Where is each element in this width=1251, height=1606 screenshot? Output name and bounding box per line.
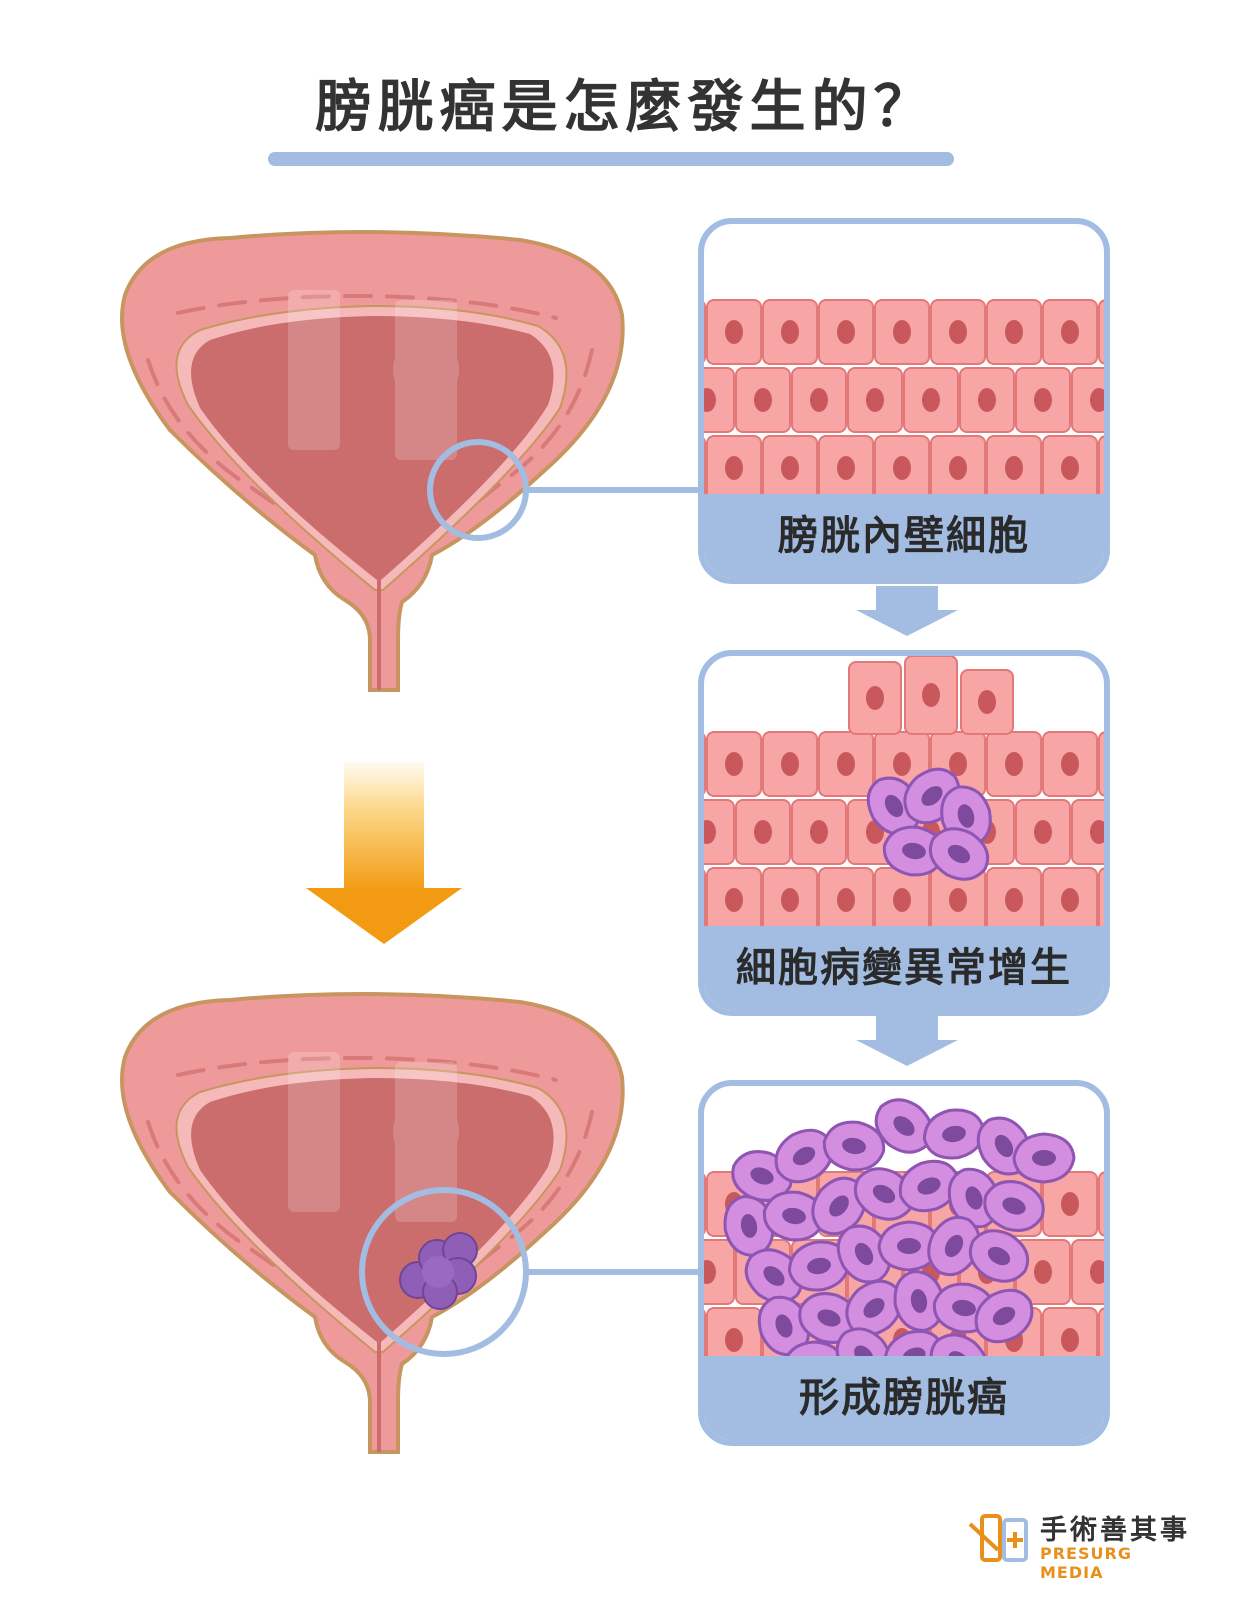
epithelial-cell: [762, 731, 818, 797]
cancer-cell: [845, 1279, 903, 1337]
epithelial-cell: [1071, 799, 1104, 865]
cancer-cell: [928, 827, 990, 881]
epithelial-cell: [930, 435, 986, 501]
epithelial-cell: [735, 799, 791, 865]
epithelial-cell: [706, 435, 762, 501]
stage-panel-normal: 膀胱內壁細胞: [698, 218, 1110, 584]
brand-logo: 手術善其事 PRESURG MEDIA: [968, 1508, 1198, 1582]
epithelial-cell: [1098, 435, 1104, 501]
epithelial-cell: [704, 1173, 706, 1235]
epithelial-cell: [704, 301, 706, 363]
logo-name-cn: 手術善其事: [1040, 1515, 1190, 1546]
epithelial-cell: [874, 435, 930, 501]
cancer-cell: [836, 1224, 892, 1284]
epithelial-cell: [1015, 1239, 1071, 1305]
epithelial-cell: [959, 367, 1015, 433]
epithelial-cell: [791, 367, 847, 433]
epithelial-cell: [1071, 1239, 1104, 1305]
normal-cells: [704, 299, 1104, 501]
page-title: 膀胱癌是怎麼發生的？: [315, 75, 936, 140]
cancer-cell: [822, 1120, 886, 1172]
epithelial-cell: [1098, 867, 1104, 933]
bladder-cancer: [122, 994, 700, 1452]
epithelial-cell: [874, 867, 930, 933]
epithelial-cell: [1098, 731, 1104, 797]
cancer-cell: [877, 1220, 941, 1272]
cancer-cell: [853, 1167, 915, 1221]
epithelial-cell: [818, 867, 874, 933]
epithelial-cell: [904, 656, 958, 735]
epithelial-cell: [704, 869, 706, 931]
epithelial-cell: [762, 867, 818, 933]
epithelial-cell: [818, 435, 874, 501]
logo-icon: [968, 1514, 1028, 1562]
epithelial-cell: [706, 299, 762, 365]
epithelial-cell: [1042, 299, 1098, 365]
epithelial-cell: [791, 799, 847, 865]
epithelial-cell: [1098, 1171, 1104, 1237]
epithelial-cell: [735, 367, 791, 433]
stage-panel-abnormal: 細胞病變異常增生: [698, 650, 1110, 1016]
epithelial-cell: [818, 299, 874, 365]
epithelial-cell: [704, 1239, 735, 1305]
cancer-cell: [744, 1248, 804, 1304]
epithelial-cell: [930, 299, 986, 365]
epithelial-cell: [986, 299, 1042, 365]
epithelial-cell: [848, 661, 902, 735]
epithelial-cell: [986, 731, 1042, 797]
cancer-cells: [704, 1098, 1104, 1376]
epithelial-cell: [704, 367, 735, 433]
epithelial-cell: [704, 437, 706, 499]
cancer-cell: [1012, 1132, 1076, 1184]
epithelial-cell: [874, 299, 930, 365]
epithelial-cell: [704, 1309, 706, 1371]
abnormal-cells: [704, 656, 1104, 933]
epithelial-cell: [1071, 367, 1104, 433]
cancer-cell: [874, 1098, 934, 1154]
cancer-cell: [927, 1215, 981, 1277]
stage-label-cancer: 形成膀胱癌: [704, 1356, 1104, 1440]
epithelial-cell: [903, 367, 959, 433]
epithelial-cell: [762, 435, 818, 501]
progress-arrow: [306, 762, 462, 944]
epithelial-cell: [762, 299, 818, 365]
cancer-cell: [974, 1288, 1034, 1344]
bladder-healthy: [122, 232, 700, 690]
epithelial-cell: [847, 367, 903, 433]
cancer-cell: [968, 1229, 1030, 1283]
stage-label-normal: 膀胱內壁細胞: [704, 494, 1104, 578]
epithelial-cell: [704, 733, 706, 795]
epithelial-cell: [1098, 1307, 1104, 1373]
step-arrow-1: [856, 586, 958, 636]
epithelial-cell: [1042, 867, 1098, 933]
epithelial-cell: [1042, 435, 1098, 501]
epithelial-cell: [986, 435, 1042, 501]
epithelial-cell: [960, 669, 1014, 735]
logo-name-en: PRESURG MEDIA: [1040, 1544, 1132, 1582]
step-arrow-2: [856, 1016, 958, 1066]
epithelial-cell: [1042, 1171, 1098, 1237]
epithelial-cell: [1015, 367, 1071, 433]
cancer-cell: [893, 1269, 945, 1333]
epithelial-cell: [818, 731, 874, 797]
stage-panel-cancer: 形成膀胱癌: [698, 1080, 1110, 1446]
epithelial-cell: [930, 867, 986, 933]
tumor: [399, 1232, 478, 1310]
epithelial-cell: [1015, 799, 1071, 865]
epithelial-cell: [706, 731, 762, 797]
epithelial-cell: [986, 867, 1042, 933]
epithelial-cell: [1042, 731, 1098, 797]
cancer-cell: [983, 1180, 1045, 1232]
epithelial-cell: [1098, 299, 1104, 365]
cancer-cell: [882, 825, 946, 877]
epithelial-cell: [704, 799, 735, 865]
title-underline: [268, 152, 954, 166]
stage-label-abnormal: 細胞病變異常增生: [704, 926, 1104, 1010]
epithelial-cell: [706, 867, 762, 933]
